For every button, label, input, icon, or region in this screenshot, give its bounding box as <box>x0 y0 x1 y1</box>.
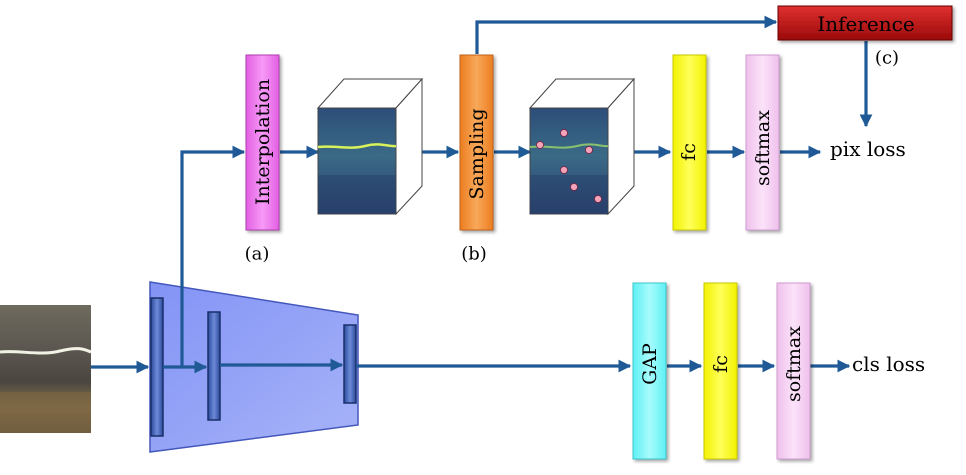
interpolation-block: Interpolation <box>245 54 280 231</box>
label-b: (b) <box>461 244 487 265</box>
sampling-label: Sampling <box>466 108 488 199</box>
gap-block: GAP <box>632 282 667 460</box>
fc-label-bottom: fc <box>710 355 732 373</box>
sample-point <box>560 166 568 174</box>
interpolation-label: Interpolation <box>252 79 274 205</box>
pix-loss-label: pix loss <box>830 137 906 161</box>
feature-map-cube-1 <box>316 77 424 216</box>
softmax-block-bottom: softmax <box>776 282 811 460</box>
sample-point <box>570 183 578 191</box>
connection-arrows <box>91 15 873 374</box>
input-image <box>0 305 92 433</box>
inference-block: Inference <box>777 5 953 41</box>
fc-label-top: fc <box>678 143 700 161</box>
encoder-layer-1 <box>150 297 164 437</box>
inference-label: Inference <box>817 12 914 36</box>
softmax-label-top: softmax <box>752 110 774 186</box>
sample-point <box>585 146 593 154</box>
label-a: (a) <box>245 244 270 265</box>
fc-block-top: fc <box>672 54 707 231</box>
label-c: (c) <box>875 48 899 69</box>
fc-block-bottom: fc <box>703 282 738 460</box>
encoder-backbone <box>149 281 359 453</box>
sampling-block: Sampling <box>459 54 494 231</box>
softmax-label-bottom: softmax <box>783 326 805 402</box>
sample-point <box>594 195 602 203</box>
sample-point <box>560 129 568 137</box>
encoder-layer-3 <box>343 324 357 404</box>
softmax-block-top: softmax <box>745 54 780 231</box>
feature-map-cube-2 <box>528 77 636 216</box>
encoder-layer-2 <box>207 311 221 421</box>
gap-label: GAP <box>639 343 661 385</box>
cls-loss-label: cls loss <box>852 352 925 376</box>
sample-point <box>536 141 544 149</box>
